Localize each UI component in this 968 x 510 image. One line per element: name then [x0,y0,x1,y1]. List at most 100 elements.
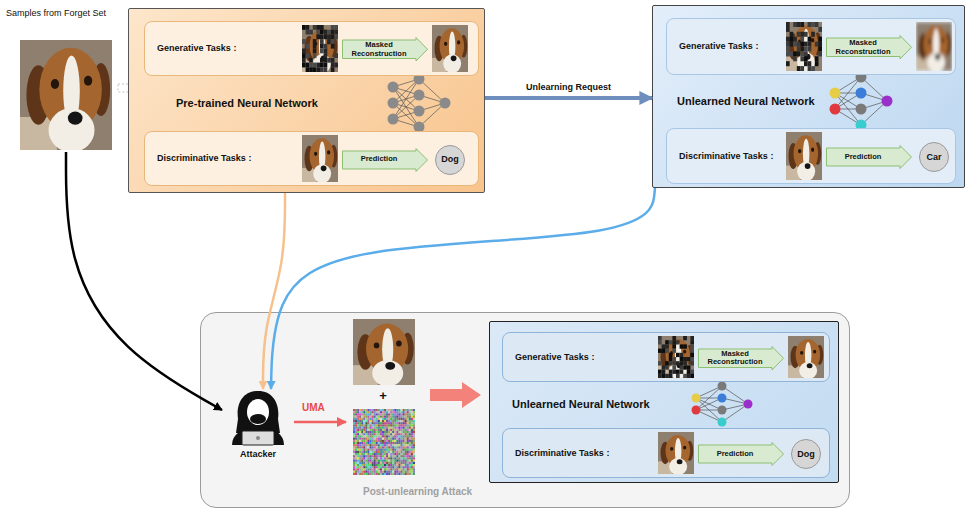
noise-pixel [411,424,413,426]
mask-patch [334,63,338,68]
noise-pixel [376,462,378,464]
noise-pixel [398,460,400,462]
mask-patch [316,34,320,39]
noise-pixel [403,429,405,431]
noise-pixel [367,462,369,464]
mask-patch [324,63,328,68]
mask-patch [815,22,819,27]
dog-part [813,350,816,354]
noise-pixel [396,442,398,444]
noise-pixel [401,416,403,418]
noise-pixel [401,471,403,473]
noise-pixel [392,411,394,413]
noise-pixel [357,453,359,455]
mask-patch [676,353,680,357]
noise-pixel [403,433,405,435]
mask-patch [786,22,790,27]
noise-pixel [386,460,388,462]
noise-pixel [380,422,382,424]
mask-patch [306,44,310,49]
noise-pixel [390,420,392,422]
noise-pixel [378,471,380,473]
noise-pixel [357,416,359,418]
noise-pixel [398,473,400,475]
noise-pixel [392,413,394,415]
noise-pixel [411,420,413,422]
noise-pixel [376,429,378,431]
noise-pixel [374,471,376,473]
dog-figure [353,319,415,386]
mask-patch [676,370,680,374]
noise-pixel [396,438,398,440]
noise-pixel [405,466,407,468]
noise-pixel [355,409,357,411]
dog-part [443,54,461,73]
noise-pixel [398,427,400,429]
noise-pixel [390,411,392,413]
noise-pixel [357,444,359,446]
network-link [722,386,748,404]
dog-part [916,22,952,71]
noise-pixel [359,420,361,422]
noise-pixel [376,416,378,418]
noise-pixel [372,464,374,466]
network-unit [388,114,399,125]
noise-pixel [372,440,374,442]
noise-pixel [372,416,374,418]
noise-pixel [363,462,365,464]
noise-pixel [382,457,384,459]
mask-patch [309,58,313,63]
network-unit [718,418,727,427]
noise-pixel [374,473,376,475]
noise-pixel [380,440,382,442]
noise-pixel [382,471,384,473]
noise-pixel [363,460,365,462]
dog-part [927,52,945,72]
noise-pixel [357,424,359,426]
noise-pixel [376,453,378,455]
dog-part [788,336,824,378]
noise-pixel [380,460,382,462]
noise-pixel [372,451,374,453]
mask-patch [672,370,676,374]
noise-pixel [353,460,355,462]
noise-pixel [370,468,372,470]
noise-pixel [361,418,363,420]
noise-pixel [413,411,415,413]
mask-patch [320,30,324,35]
noise-pixel [394,418,396,420]
noise-pixel [357,422,359,424]
noise-pixel [359,435,361,437]
noise-pixel [372,418,374,420]
mask-patch [815,42,819,47]
noise-pixel [355,468,357,470]
noise-pixel [376,409,378,411]
noise-pixel [401,466,403,468]
noise-pixel [353,422,355,424]
dog-part [451,56,457,62]
noise-pixel [384,453,386,455]
noise-pixel [396,466,398,468]
noise-pixel [353,473,355,475]
noise-pixel [413,431,415,433]
noise-pixel [411,442,413,444]
noise-pixel [407,431,409,433]
dog-photo [658,432,694,475]
network-unit [856,104,867,115]
noise-pixel [388,471,390,473]
noise-pixel [392,444,394,446]
arrow-shape [827,146,912,169]
noise-pixel [413,420,415,422]
noise-pixel [407,466,409,468]
noise-pixel [405,473,407,475]
noise-pixel [398,440,400,442]
noise-pixel [403,446,405,448]
hood [236,391,280,433]
mask-patch [683,374,687,378]
mask-patch [334,34,338,39]
noise-pixel [363,464,365,466]
noise-pixel [388,449,390,451]
noise-pixel [370,409,372,411]
noise-pixel [380,418,382,420]
noise-pixel [372,424,374,426]
